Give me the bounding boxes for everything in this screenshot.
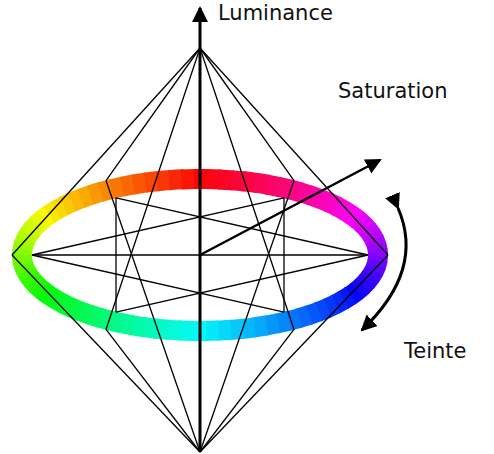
- cone-edge: [200, 181, 294, 452]
- star-line: [116, 255, 368, 312]
- cone-edge: [106, 329, 200, 452]
- cone-edge: [106, 48, 200, 181]
- cone-edge: [200, 255, 388, 452]
- hue-segment: [368, 250, 388, 256]
- cone-edge: [106, 181, 200, 452]
- luminance-axis: [199, 8, 202, 452]
- cone-edge: [200, 48, 294, 329]
- star-line: [116, 198, 368, 255]
- axis-label: Saturation: [338, 80, 447, 103]
- cone-edge: [106, 48, 200, 329]
- cone-edge: [12, 255, 200, 452]
- cone-edge: [200, 48, 294, 181]
- cone-edge: [200, 329, 294, 452]
- hue-arrow: [362, 208, 406, 330]
- saturation-arrow: [200, 160, 380, 255]
- axis-label: Luminance: [218, 2, 333, 25]
- axis-label: Teinte: [404, 340, 466, 363]
- star-line: [32, 198, 284, 255]
- star-line: [32, 255, 284, 312]
